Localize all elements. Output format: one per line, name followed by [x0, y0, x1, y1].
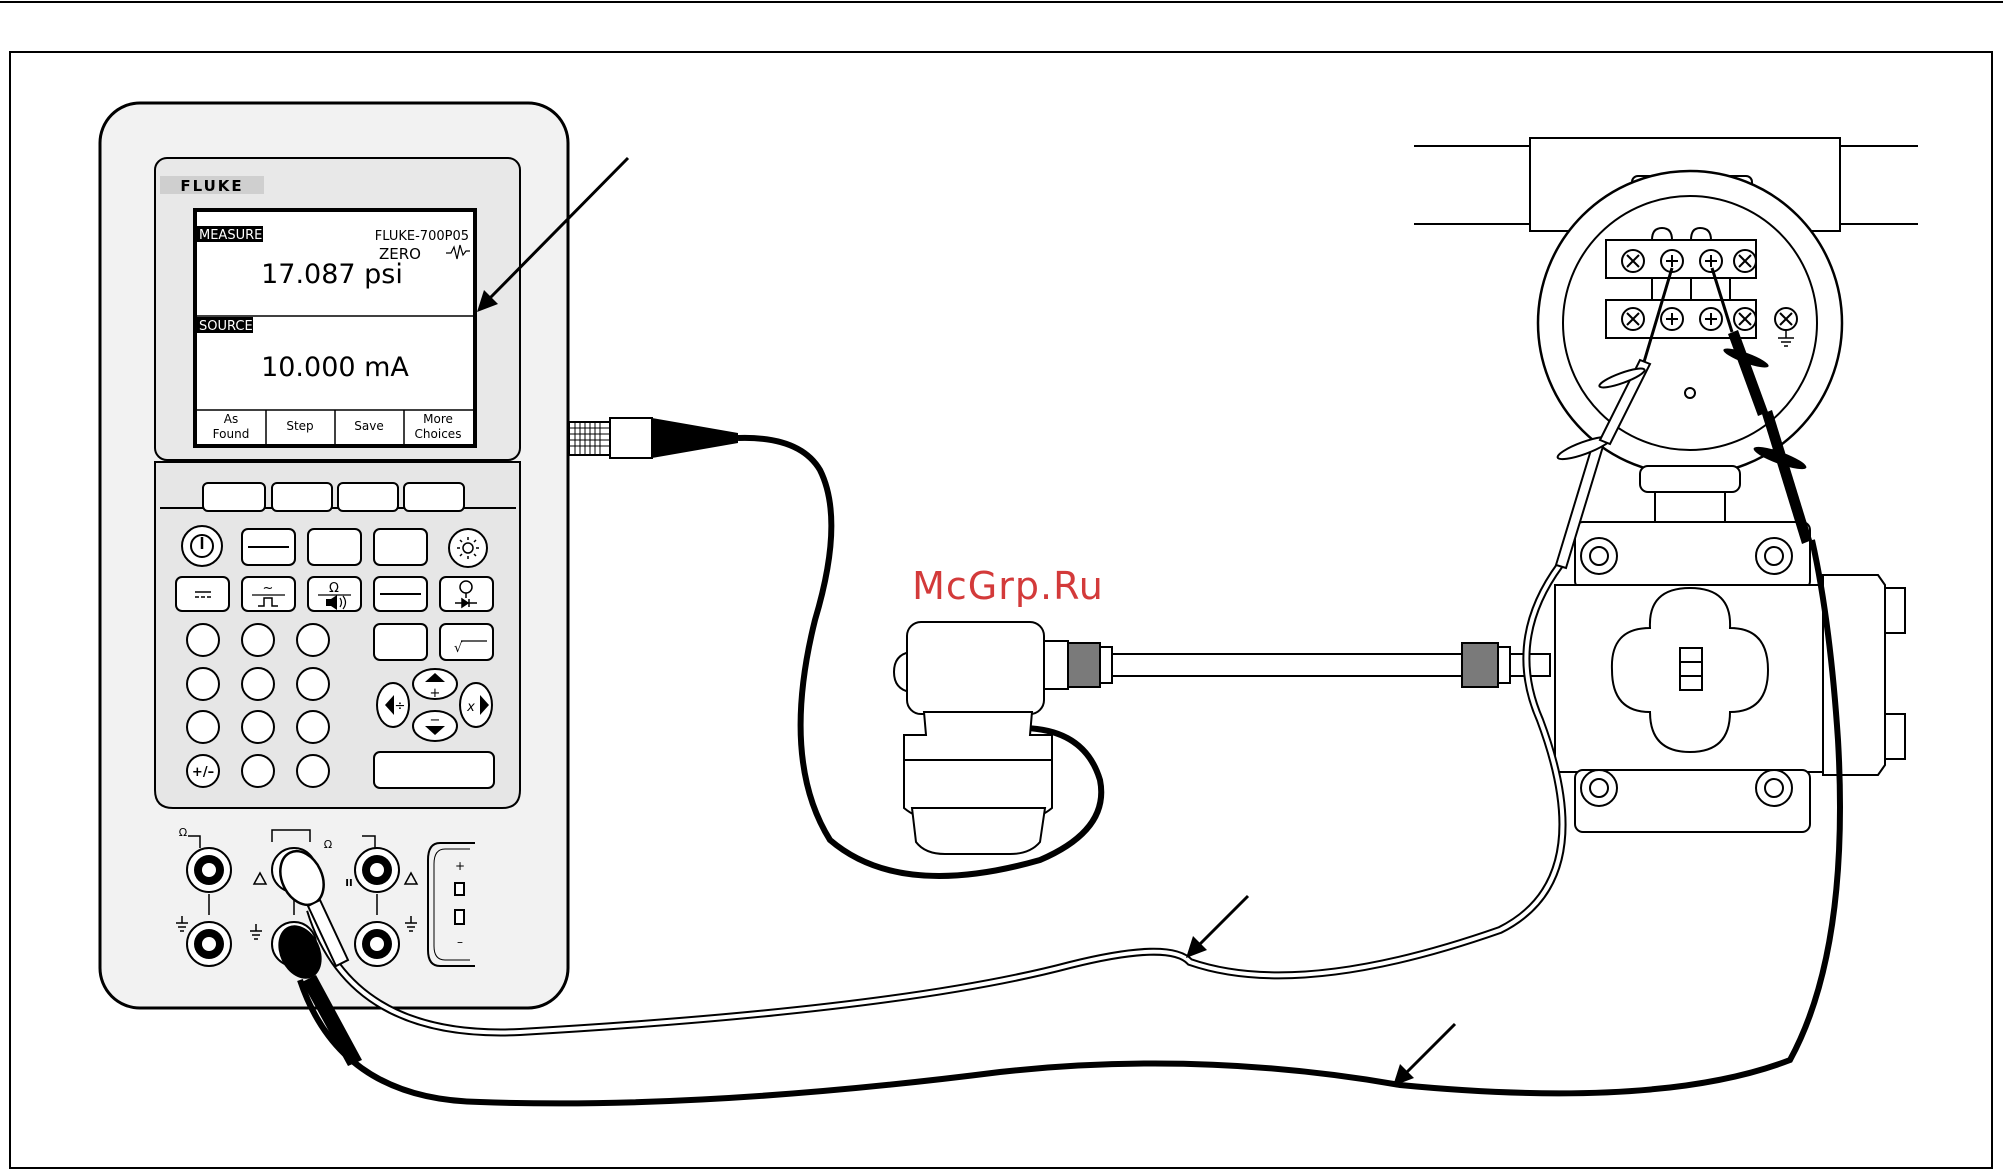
minus-indicator: –: [457, 935, 463, 949]
dc-volts-key[interactable]: [176, 577, 229, 611]
softkey-label-4-line2: Choices: [415, 427, 462, 441]
flange-slot: [1680, 648, 1702, 690]
calibrator: FLUKE MEASURE FLUKE-700P05 ZERO 17.087 p…: [100, 103, 568, 1008]
numpad-key[interactable]: [187, 624, 219, 656]
numpad-key[interactable]: [187, 711, 219, 743]
module-head: [907, 622, 1044, 714]
hose-fitting-nut: [1498, 647, 1510, 683]
red-lead-callout-arrow: [1186, 896, 1248, 958]
source-label: SOURCE: [199, 319, 253, 334]
numpad-key[interactable]: [297, 668, 329, 700]
key-blank-2[interactable]: [374, 529, 427, 565]
module-body: [904, 712, 1052, 818]
softkey-label-1-line1: As: [224, 412, 238, 426]
black-lead-callout-arrow: [1393, 1024, 1455, 1086]
vent-plug: [1885, 714, 1905, 759]
module-fitting-nut: [1100, 647, 1112, 683]
numpad-key[interactable]: [297, 624, 329, 656]
key-blank-1[interactable]: [308, 529, 361, 565]
minus-glyph: −: [430, 713, 441, 728]
ohm-glyph: Ω: [329, 581, 339, 596]
softkey-label-2: Step: [286, 419, 313, 433]
key-blank-3[interactable]: [374, 624, 427, 660]
battery-icon: [455, 883, 464, 895]
softkey-label-4-line1: More: [423, 412, 453, 426]
plus-indicator: +: [455, 859, 465, 873]
jack-socket-hole: [370, 937, 384, 951]
housing-neck: [1640, 466, 1740, 492]
source-value: 10.000 mA: [261, 352, 409, 383]
numpad-key[interactable]: [242, 624, 274, 656]
times-glyph: x: [466, 700, 475, 715]
watermark: McGrp.Ru: [912, 564, 1104, 608]
softkey-3[interactable]: [338, 483, 398, 511]
module-base: [912, 808, 1045, 854]
vent-plug: [1885, 588, 1905, 633]
numpad-key[interactable]: [297, 711, 329, 743]
ohm-jack-label-mid: Ω: [324, 838, 332, 851]
jack-socket-hole: [202, 937, 216, 951]
numpad-key[interactable]: [187, 668, 219, 700]
numpad-key[interactable]: [242, 668, 274, 700]
battery-icon: [455, 910, 464, 924]
sqrt-key[interactable]: [440, 624, 493, 660]
backlight-button[interactable]: [449, 529, 487, 567]
numpad-key[interactable]: [242, 755, 274, 787]
measure-label: MEASURE: [199, 228, 262, 243]
jack-socket-hole: [202, 863, 216, 877]
module-fitting: [1044, 641, 1068, 689]
plus-minus-glyph: +/–: [192, 765, 214, 780]
hose-fitting-knurl: [1462, 643, 1498, 687]
pressure-module: [894, 622, 1550, 854]
housing-stem: [1655, 492, 1725, 522]
softkey-4[interactable]: [404, 483, 464, 511]
pressure-transmitter: [1414, 138, 1918, 832]
softkey-1[interactable]: [203, 483, 265, 511]
softkey-label-3: Save: [354, 419, 383, 433]
brand-logo: FLUKE: [180, 177, 243, 195]
module-name: FLUKE-700P05: [375, 229, 469, 244]
numpad-key[interactable]: [242, 711, 274, 743]
plus-glyph: +: [430, 686, 441, 701]
ohm-jack-label-left: Ω: [179, 826, 187, 839]
pressure-hose: [1112, 654, 1462, 676]
tilde-glyph: ~: [263, 581, 274, 596]
divide-glyph: ÷: [395, 699, 406, 714]
module-fitting-knurl: [1068, 643, 1100, 687]
cable-connector-collar: [610, 418, 652, 458]
measure-value: 17.087 psi: [261, 259, 403, 290]
softkey-label-1-line2: Found: [213, 427, 250, 441]
softkey-2[interactable]: [272, 483, 332, 511]
roman-two-label: II: [345, 878, 352, 889]
numpad-key[interactable]: [297, 755, 329, 787]
sqrt-glyph: √: [454, 641, 463, 656]
cable-strain-relief: [652, 418, 738, 458]
jack-socket-hole: [370, 863, 384, 877]
enter-key[interactable]: [374, 752, 494, 788]
